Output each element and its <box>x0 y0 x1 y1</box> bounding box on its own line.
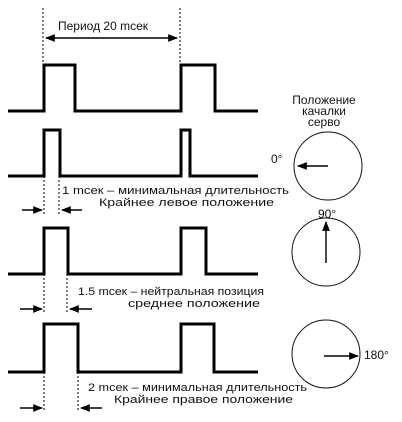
angle-label-90: 90° <box>318 207 336 221</box>
pulse-1_5ms-caption-2: среднее положение <box>128 298 260 310</box>
period-label: Период 20 mсек <box>58 19 149 33</box>
pulse-1_5ms-waveform <box>8 226 258 276</box>
pulse-1_5ms-caption-1: 1.5 mсек – нейтральная позиция <box>78 286 264 298</box>
servo-title-line-1: Положение <box>292 93 356 107</box>
servo-dial-180 <box>291 319 361 389</box>
period-waveform <box>8 63 258 113</box>
angle-label-0: 0° <box>271 152 283 166</box>
pulse-1ms-caption-1: 1 mсек – минимальная длительность <box>62 185 289 197</box>
angle-label-180: 180° <box>364 348 389 362</box>
pulse-1ms-waveform <box>8 128 258 178</box>
pulse-2ms-caption-1: 2 mсек – минимальная длительность <box>88 382 307 394</box>
pulse-2ms-caption-2: Крайнее правое положение <box>114 394 293 406</box>
servo-title-line-3: серво <box>308 115 341 129</box>
servo-title-line-2: качалки <box>302 104 346 118</box>
pulse-1ms-caption-2: Крайнее левое положение <box>99 197 274 209</box>
pulse-2ms-waveform <box>8 322 258 374</box>
